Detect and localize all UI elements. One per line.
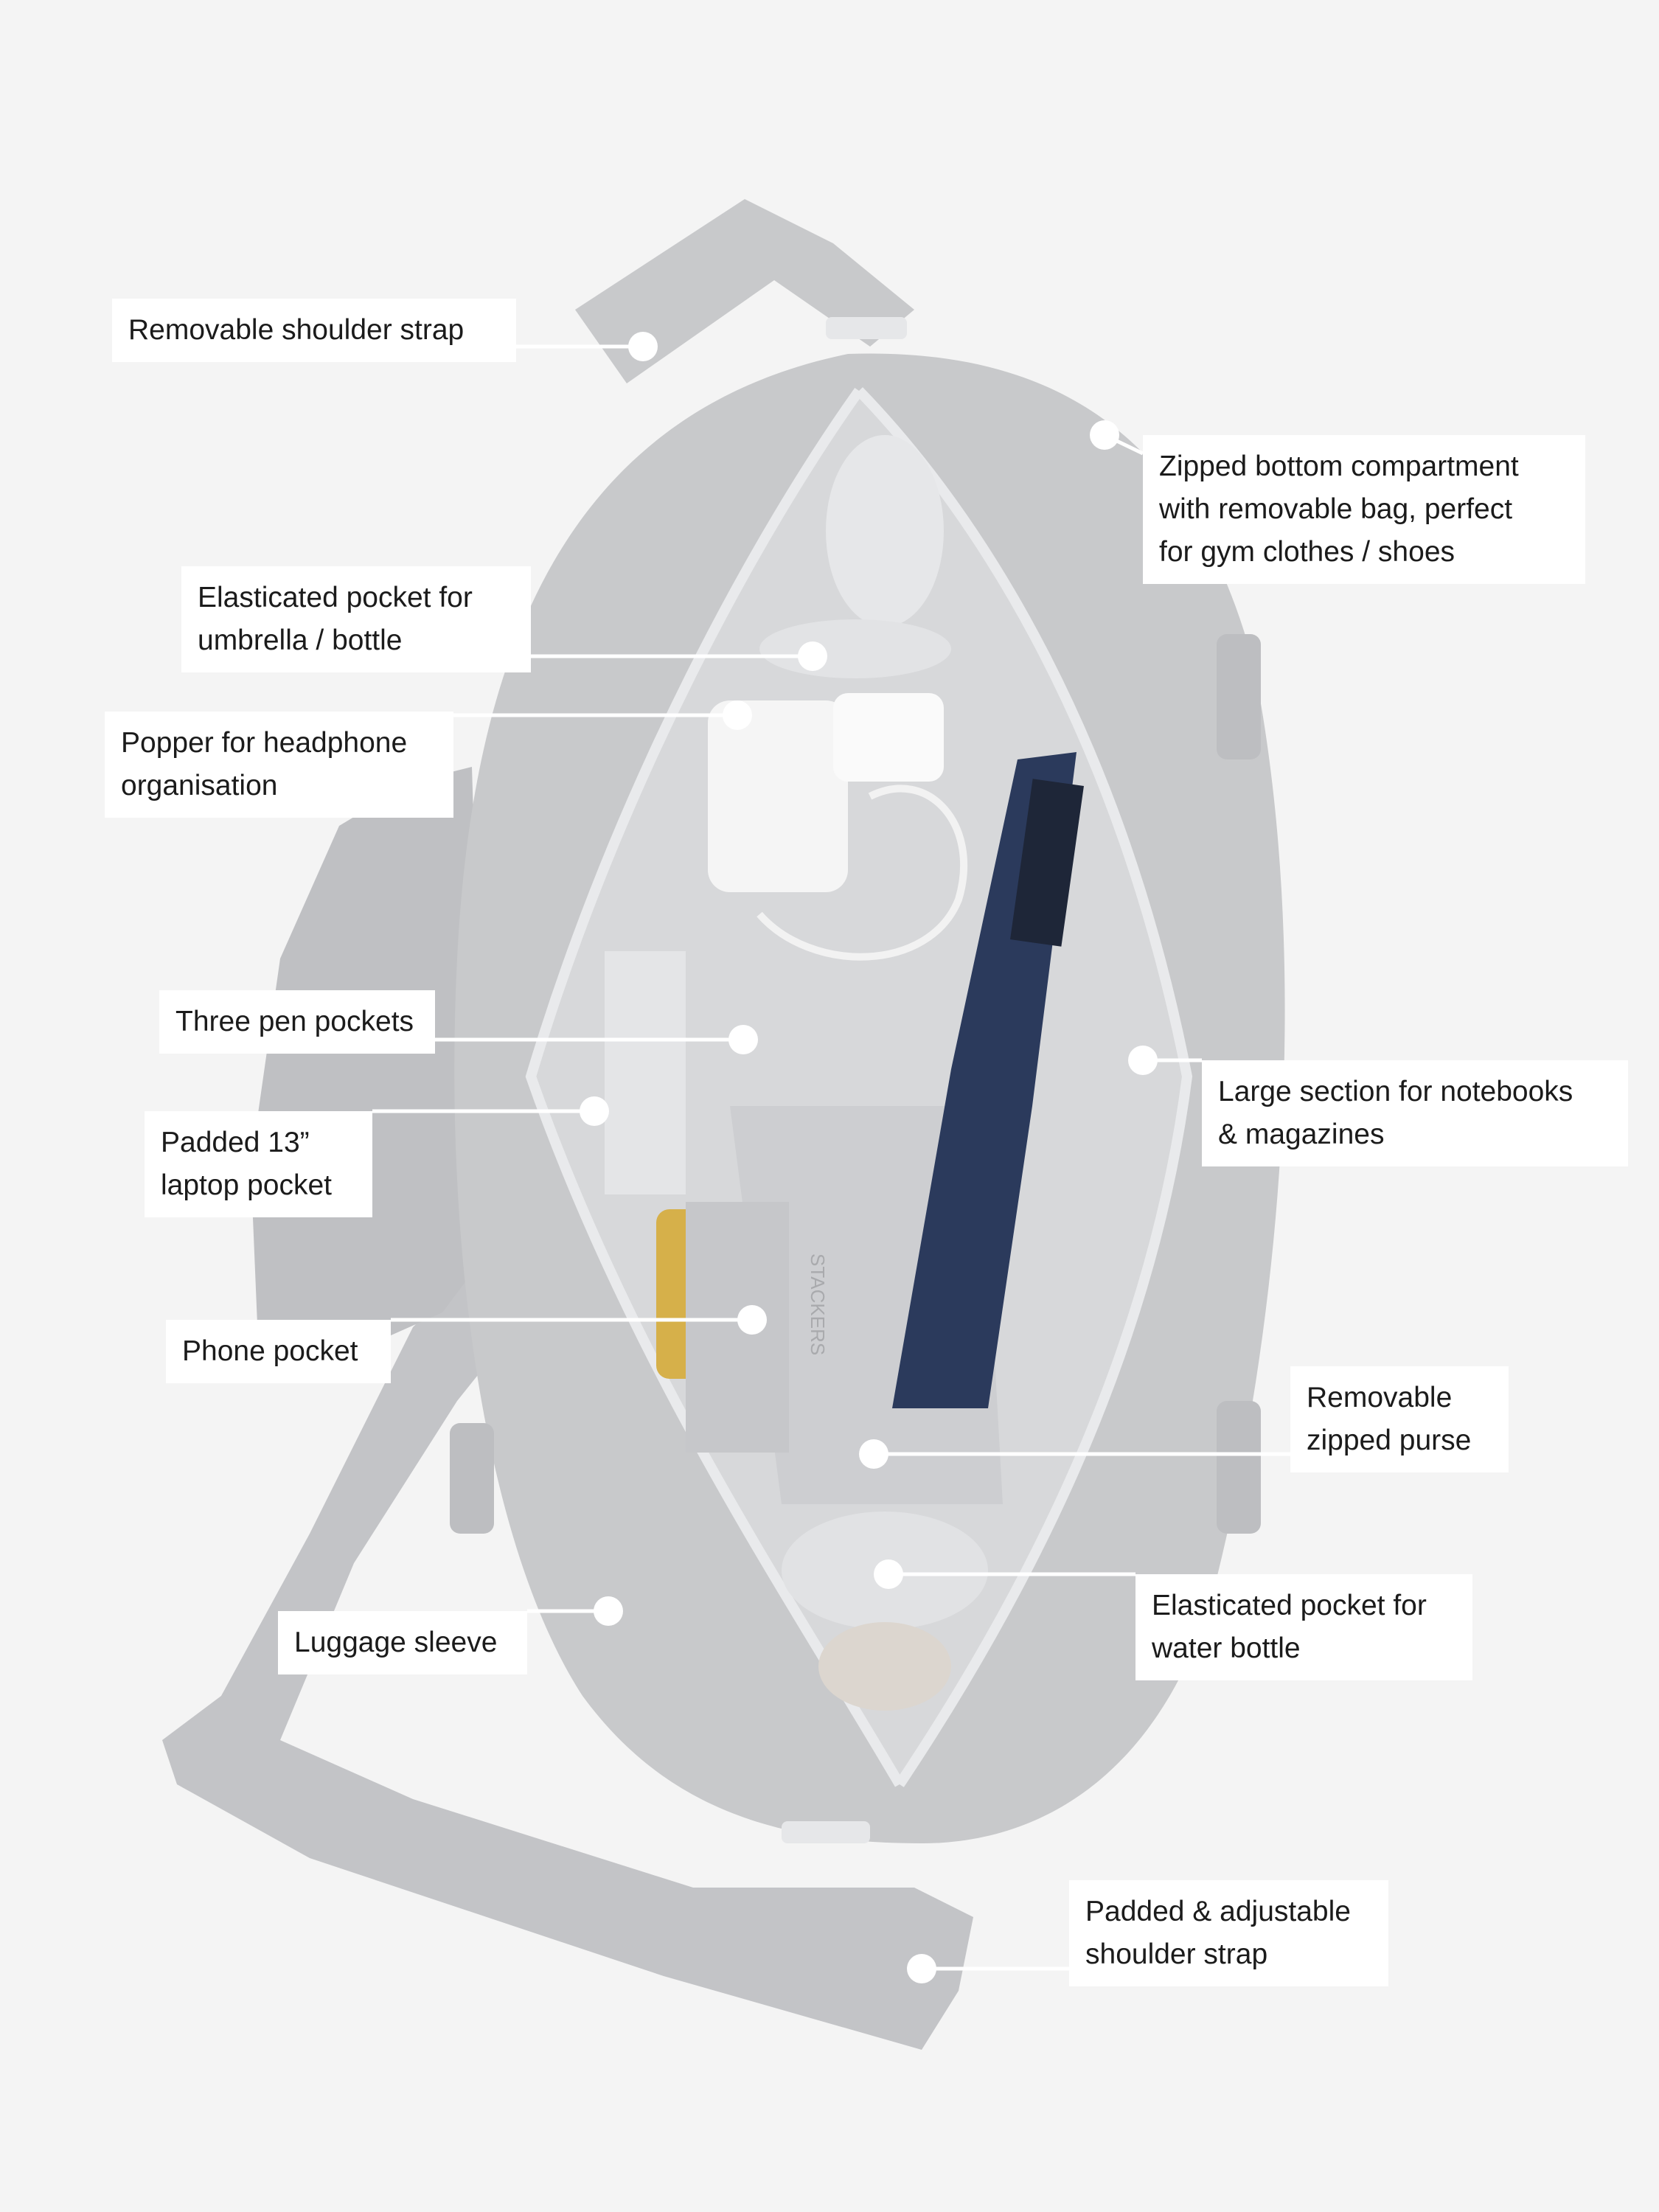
dot-padded-strap [907,1954,936,1983]
label-laptop-pocket: Padded 13” laptop pocket [145,1111,372,1217]
label-water-bottle-pocket: Elasticated pocket for water bottle [1135,1574,1472,1680]
callout-markers [372,332,1290,1983]
label-zipped-bottom-compartment: Zipped bottom compartment with removable… [1143,435,1585,584]
zip-pull-bottom [782,1821,870,1843]
label-line: Popper for headphone [121,727,408,759]
label-line: Phone pocket [182,1335,358,1367]
zip-right [855,387,1193,1787]
dot-large-section [1128,1046,1158,1075]
dot-umbrella-pocket [798,641,827,671]
dot-purse [859,1439,888,1469]
label-line: for gym clothes / shoes [1159,536,1455,568]
elastic-pocket-top [759,619,951,678]
dot-luggage-sleeve [594,1596,623,1626]
handle-right-top [1217,634,1261,759]
handle-left-bottom [450,1423,494,1534]
label-line: with removable bag, perfect [1159,493,1513,525]
purse-brand-text: STACKERS [807,1253,829,1355]
label-line: Elasticated pocket for [1152,1590,1427,1621]
dot-shoulder-strap [628,332,658,361]
label-line: organisation [121,770,278,801]
label-line: water bottle [1152,1632,1301,1664]
upper-strap [575,199,914,383]
dot-popper [723,700,752,730]
label-line: & magazines [1218,1119,1385,1150]
label-line: Removable shoulder strap [128,314,465,346]
cable [757,785,968,961]
label-line: laptop pocket [161,1169,333,1201]
dot-water-pocket [874,1559,903,1589]
handle-right-bottom [1217,1401,1261,1534]
label-line: shoulder strap [1085,1938,1268,1970]
dot-pen-pockets [728,1025,758,1054]
label-line: Luggage sleeve [294,1627,498,1658]
dot-phone-pocket [737,1305,767,1335]
brush-bristles [1010,779,1084,947]
luggage-sleeve-panel [251,767,487,1371]
dot-laptop-pocket [580,1096,609,1126]
label-line: Zipped bottom compartment [1159,451,1519,482]
label-line: Elasticated pocket for [198,582,473,613]
label-large-section: Large section for notebooks & magazines [1202,1060,1628,1166]
laptop-sleeve [605,951,686,1194]
label-line: zipped purse [1307,1425,1472,1456]
label-line: Padded 13” [161,1127,310,1158]
zip-pull-top [826,317,907,339]
label-line: umbrella / bottle [198,625,403,656]
label-headphone-popper: Popper for headphone organisation [105,712,453,818]
phone-pocket [686,1202,789,1453]
label-phone-pocket: Phone pocket [166,1320,391,1383]
charger [708,700,848,892]
label-line: Large section for notebooks [1218,1076,1573,1107]
label-removable-shoulder-strap: Removable shoulder strap [112,299,516,362]
label-line: Padded & adjustable [1085,1896,1351,1927]
water-bottle [818,1622,951,1711]
zip-left [525,387,905,1787]
lower-strap [162,1268,973,2050]
earbud-case [833,693,944,782]
label-luggage-sleeve: Luggage sleeve [278,1611,527,1674]
bottle-top [826,435,944,627]
label-pen-pockets: Three pen pockets [159,990,435,1054]
label-zipped-purse: Removable zipped purse [1290,1366,1509,1472]
label-padded-shoulder-strap: Padded & adjustable shoulder strap [1069,1880,1388,1986]
label-line: Three pen pockets [175,1006,414,1037]
dot-zipped-bottom [1090,420,1119,450]
label-line: Removable [1307,1382,1453,1413]
label-umbrella-pocket: Elasticated pocket for umbrella / bottle [181,566,531,672]
